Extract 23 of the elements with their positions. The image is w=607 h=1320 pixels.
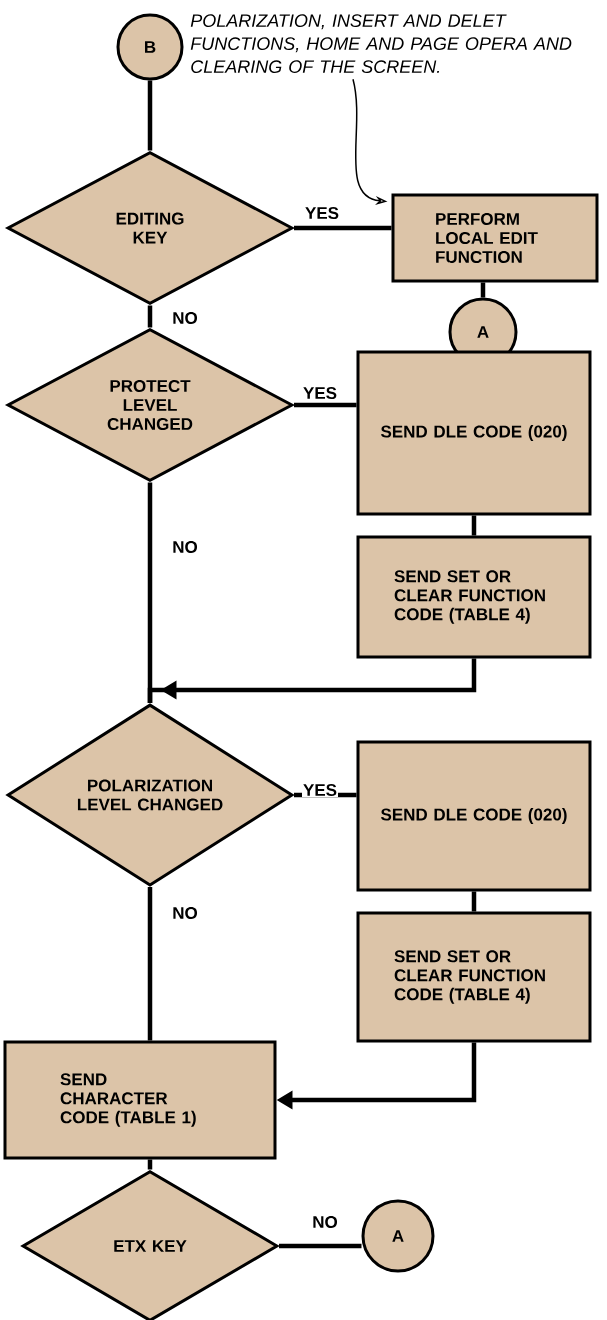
connector-line xyxy=(147,887,153,1041)
connector-line xyxy=(147,482,153,703)
process-box: SEND SET OR CLEAR FUNCTION CODE (TABLE 4) xyxy=(356,911,592,1043)
note-text: POLARIZATION, INSERT AND DELET FUNCTIONS, HOME AND PAGE OPERA AND CLEARING OF THE SCREEN. xyxy=(190,14,572,73)
process-box: SEND DLE CODE (020) xyxy=(356,350,592,516)
connector-line xyxy=(471,891,477,912)
connector-line xyxy=(279,1243,362,1249)
edge-label: YES xyxy=(302,783,338,797)
edge-label: NO xyxy=(171,540,199,555)
connector-line xyxy=(294,225,392,231)
process-box: SEND SET OR CLEAR FUNCTION CODE (TABLE 4) xyxy=(356,535,592,659)
process-box: SEND CHARACTER CODE (TABLE 1) xyxy=(3,1040,277,1160)
edge-label: NO xyxy=(311,1215,339,1229)
edge-label: NO xyxy=(171,906,199,920)
process-box: SEND DLE CODE (020) xyxy=(356,740,592,892)
edge-label: NO xyxy=(171,311,199,326)
connector-line xyxy=(471,515,477,536)
process-box: PERFORM LOCAL EDIT FUNCTION xyxy=(391,193,599,283)
edge-label: YES xyxy=(302,386,338,401)
edge-label: YES xyxy=(304,206,340,221)
connector-line xyxy=(147,305,153,328)
connector-line xyxy=(294,402,357,408)
connector-line xyxy=(147,80,153,151)
